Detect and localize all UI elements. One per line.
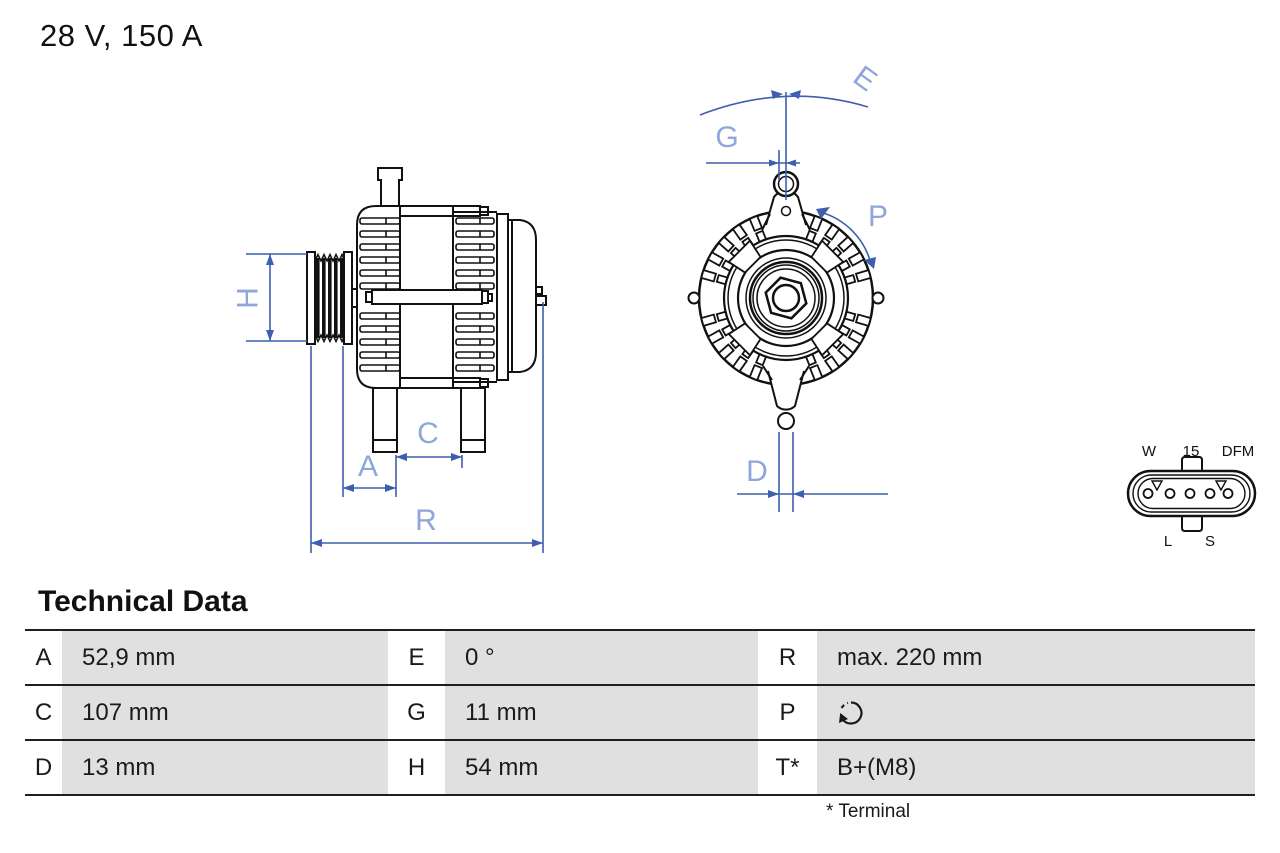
front-view-drawing <box>687 170 885 430</box>
dim-value <box>817 686 1255 739</box>
technical-data-table: A 52,9 mm E 0 ° R max. 220 mm C 107 mm G… <box>25 629 1255 796</box>
table-cell-t: T* B+(M8) <box>758 741 1255 794</box>
dim-value: 54 mm <box>445 741 758 794</box>
dim-key: H <box>388 741 445 794</box>
dimension-label-g: G <box>715 121 738 154</box>
dim-key: R <box>758 631 817 684</box>
table-title: Technical Data <box>38 585 248 618</box>
shaft-nut <box>764 276 808 320</box>
dim-value: 11 mm <box>445 686 758 739</box>
connector-label-15: 15 <box>1183 443 1200 460</box>
rotation-clockwise-icon <box>839 700 863 725</box>
dim-key: E <box>388 631 445 684</box>
dim-value: 107 mm <box>62 686 388 739</box>
side-view-dimensions <box>246 253 544 553</box>
dimension-label-d: D <box>746 455 768 488</box>
dim-value: B+(M8) <box>817 741 1255 794</box>
table-cell-h: H 54 mm <box>388 741 758 794</box>
table-cell-p: P <box>758 686 1255 739</box>
dim-key: T* <box>758 741 817 794</box>
dim-key: D <box>25 741 62 794</box>
table-cell-e: E 0 ° <box>388 631 758 684</box>
page-title: 28 V, 150 A <box>40 18 203 53</box>
dimension-label-e: E <box>847 60 883 98</box>
front-view-dimensions <box>699 90 888 512</box>
table-cell-g: G 11 mm <box>388 686 758 739</box>
cooling-fins-left <box>359 217 401 372</box>
mounting-lug-top <box>377 167 403 207</box>
connector-label-l: L <box>1164 533 1172 550</box>
table-row: A 52,9 mm E 0 ° R max. 220 mm <box>25 631 1255 686</box>
dimension-label-a: A <box>358 450 378 483</box>
side-lug-right <box>871 291 885 305</box>
connector-label-dfm: DFM <box>1222 443 1255 460</box>
connector-label-w: W <box>1142 443 1157 460</box>
dim-key: P <box>758 686 817 739</box>
dimension-label-p: P <box>868 200 888 233</box>
connector-diagram <box>1126 456 1257 532</box>
mounting-foot-right <box>460 387 486 453</box>
dimension-label-r: R <box>415 504 437 537</box>
pulley <box>306 251 353 345</box>
terminal-footnote: * Terminal <box>826 801 911 822</box>
dim-value: max. 220 mm <box>817 631 1255 684</box>
dim-value: 0 ° <box>445 631 758 684</box>
table-row: C 107 mm G 11 mm P <box>25 686 1255 741</box>
table-cell-c: C 107 mm <box>25 686 388 739</box>
connector-pins <box>1142 488 1234 499</box>
mounting-foot-left <box>372 387 398 453</box>
table-cell-a: A 52,9 mm <box>25 631 388 684</box>
table-cell-r: R max. 220 mm <box>758 631 1255 684</box>
dimension-label-h: H <box>232 287 265 309</box>
side-view-drawing <box>306 167 547 453</box>
mounting-ear-bottom <box>767 370 805 411</box>
dim-value: 13 mm <box>62 741 388 794</box>
dim-key: C <box>25 686 62 739</box>
dim-key: A <box>25 631 62 684</box>
side-lug-left <box>687 291 701 305</box>
dim-value: 52,9 mm <box>62 631 388 684</box>
connector-label-s: S <box>1205 533 1215 550</box>
table-cell-d: D 13 mm <box>25 741 388 794</box>
b-plus-terminal <box>535 286 543 295</box>
table-row: D 13 mm H 54 mm T* B+(M8) <box>25 741 1255 796</box>
technical-drawing: H A C R <box>232 60 1257 553</box>
dimension-label-c: C <box>417 417 439 450</box>
dim-key: G <box>388 686 445 739</box>
